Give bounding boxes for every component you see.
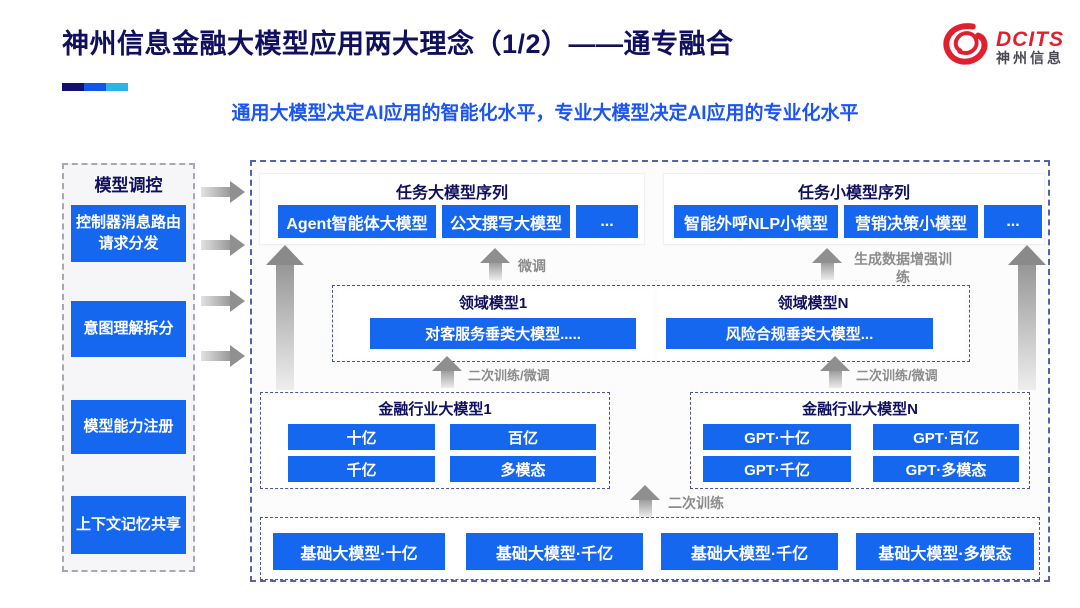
retrain-ft-right-arrow — [820, 356, 850, 388]
logo-brand-text: DCITS — [996, 28, 1064, 52]
base-chip-100b-a: 基础大模型·千亿 — [466, 533, 643, 570]
retrain-label: 二次训练 — [668, 495, 724, 511]
model-chip-more: ... — [984, 205, 1042, 238]
size-chip-multimodal: 多模态 — [450, 456, 596, 482]
flow-right-arrow — [201, 345, 247, 367]
tall-up-arrow-right — [1008, 245, 1046, 390]
title-accent-bar — [62, 83, 128, 91]
slide-subtitle: 通用大模型决定AI应用的智能化水平，专业大模型决定AI应用的专业化水平 — [231, 103, 859, 124]
retrain-ft-right-label: 二次训练/微调 — [856, 368, 938, 383]
base-chip-1b: 基础大模型·十亿 — [273, 533, 445, 570]
size-chip-1b: 十亿 — [288, 424, 435, 450]
task-large-title: 任务大模型序列 — [395, 185, 508, 202]
fine-tune-up-arrow — [480, 248, 510, 280]
size-chip-gpt-multimodal: GPT·多模态 — [873, 456, 1019, 482]
tall-up-arrow-left — [266, 245, 304, 390]
industry-model-n-box: 金融行业大模型N GPT·十亿 GPT·百亿 GPT·千亿 GPT·多模态 — [690, 392, 1030, 489]
task-small-title: 任务小模型序列 — [797, 185, 910, 202]
base-chip-100b-b: 基础大模型·千亿 — [661, 533, 838, 570]
size-chip-gpt-100b: GPT·千亿 — [703, 456, 851, 482]
retrain-ft-left-arrow — [432, 356, 462, 388]
size-chip-100b: 千亿 — [288, 456, 435, 482]
model-chip-customer-service: 对客服务垂类大模型..... — [370, 318, 636, 349]
model-chip-outbound-nlp: 智能外呼NLP小模型 — [674, 205, 838, 238]
logo-brand-cn: 神州信息 — [996, 50, 1064, 67]
task-small-model-card: 任务小模型序列 智能外呼NLP小模型 营销决策小模型 ... — [664, 174, 1044, 244]
model-control-panel: 模型调控 控制器消息路由请求分发 意图理解拆分 模型能力注册 上下文记忆共享 — [62, 163, 195, 572]
sidebar-item-context-share: 上下文记忆共享 — [71, 496, 186, 554]
model-control-title: 模型调控 — [94, 176, 163, 195]
model-chip-doc-writing: 公文撰写大模型 — [442, 205, 570, 238]
accent-segment-cyan — [106, 83, 128, 91]
industry-model-n-title: 金融行业大模型N — [802, 401, 918, 418]
task-large-model-card: 任务大模型序列 Agent智能体大模型 公文撰写大模型 ... — [260, 174, 644, 244]
gen-data-up-arrow — [812, 248, 842, 280]
model-chip-agent: Agent智能体大模型 — [278, 205, 436, 238]
flow-right-arrow — [201, 181, 247, 203]
retrain-ft-left-label: 二次训练/微调 — [468, 368, 550, 383]
main-diagram: 任务大模型序列 Agent智能体大模型 公文撰写大模型 ... 任务小模型序列 … — [250, 160, 1050, 582]
domain-models-container: 领域模型1 对客服务垂类大模型..... 领域模型N 风险合规垂类大模型... — [332, 285, 970, 362]
base-chip-multimodal: 基础大模型·多模态 — [856, 533, 1034, 570]
model-chip-marketing: 营销决策小模型 — [844, 205, 978, 238]
sidebar-item-capability-register: 模型能力注册 — [71, 400, 186, 454]
sidebar-item-router-dispatch: 控制器消息路由请求分发 — [71, 205, 186, 262]
sidebar-item-intent-split: 意图理解拆分 — [71, 301, 186, 357]
industry-model-1-box: 金融行业大模型1 十亿 百亿 千亿 多模态 — [260, 392, 610, 489]
size-chip-gpt-10b: GPT·百亿 — [873, 424, 1019, 450]
industry-model-1-title: 金融行业大模型1 — [378, 401, 492, 418]
domain-right-title: 领域模型N — [777, 295, 849, 312]
model-chip-risk-compliance: 风险合规垂类大模型... — [666, 318, 933, 349]
accent-segment-navy — [62, 83, 84, 91]
flow-right-arrow — [201, 234, 247, 256]
accent-segment-blue — [84, 83, 106, 91]
page-title: 神州信息金融大模型应用两大理念（1/2）——通专融合 — [62, 29, 734, 59]
dcits-swirl-icon — [938, 20, 992, 75]
fine-tune-label: 微调 — [518, 258, 546, 274]
model-chip-more: ... — [576, 205, 638, 238]
flow-right-arrow — [201, 290, 247, 312]
size-chip-10b: 百亿 — [450, 424, 596, 450]
gen-data-train-label: 生成数据增强训练 — [854, 251, 952, 286]
base-models-box: 基础大模型·十亿 基础大模型·千亿 基础大模型·千亿 基础大模型·多模态 — [260, 517, 1040, 580]
retrain-up-arrow — [630, 485, 660, 517]
dcits-logo: DCITS 神州信息 — [938, 20, 1064, 75]
size-chip-gpt-1b: GPT·十亿 — [703, 424, 851, 450]
domain-left-title: 领域模型1 — [458, 295, 528, 312]
